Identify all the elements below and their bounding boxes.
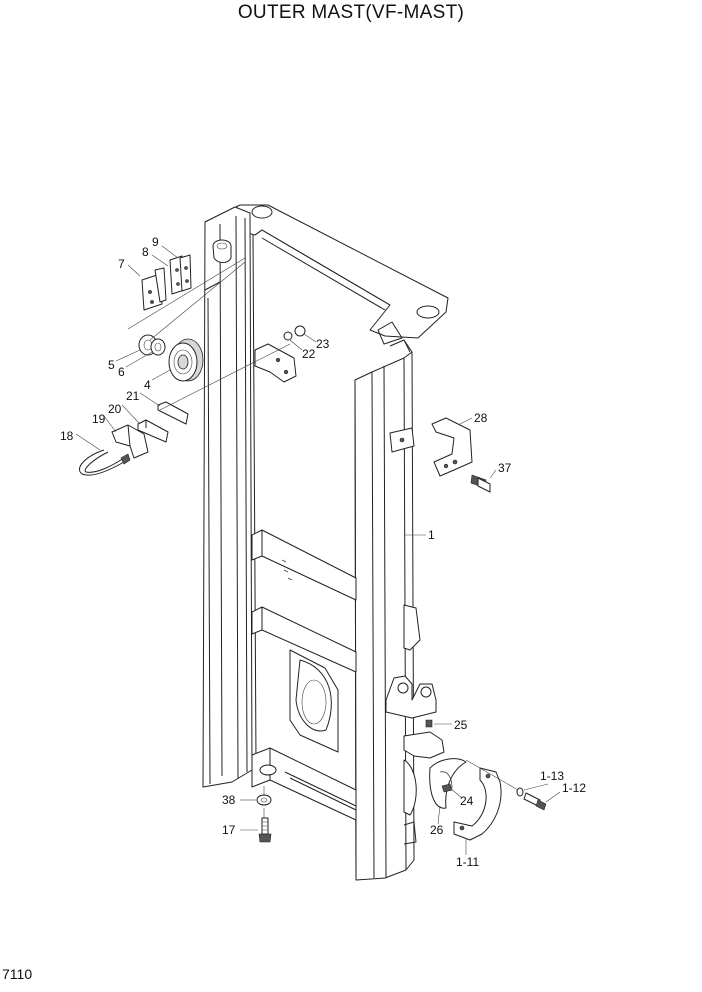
label-part-19: 19 [92, 412, 106, 426]
part-21-shim [157, 401, 189, 425]
part-19-clamp [111, 424, 149, 459]
page-number: 7110 [2, 966, 33, 982]
part-20-shim [137, 419, 169, 443]
label-part-5: 5 [108, 358, 115, 372]
label-part-25: 25 [454, 718, 468, 732]
assembly-lines [127, 257, 519, 818]
part-22-23-nuts [283, 325, 306, 341]
label-part-38: 38 [222, 793, 236, 807]
part-37-bolt [470, 474, 491, 493]
part-8-9-plates [169, 254, 192, 295]
label-part-22: 22 [302, 347, 316, 361]
roller-stud [212, 239, 232, 263]
part-28-bracket [431, 417, 473, 477]
label-part-20: 20 [108, 402, 122, 416]
chain-anchor-bracket [254, 343, 297, 383]
part-1-11-cap [453, 767, 502, 841]
label-part-7: 7 [118, 257, 125, 271]
leader-lines [75, 245, 561, 855]
part-17-bolt [258, 817, 272, 843]
label-part-9: 9 [152, 235, 159, 249]
label-part-6: 6 [118, 365, 125, 379]
label-part-4: 4 [144, 378, 151, 392]
outer-mast-frame [202, 204, 449, 881]
part-26-bushing [429, 758, 467, 809]
part-7-shim-plate [141, 267, 167, 311]
label-part-8: 8 [142, 245, 149, 259]
label-part-18: 18 [60, 429, 74, 443]
label-part-24: 24 [460, 794, 474, 808]
part-18-u-bolt [79, 449, 131, 476]
part-25-grease-nipple [425, 719, 433, 728]
label-part-1: 1 [428, 528, 435, 542]
label-part-23: 23 [316, 337, 330, 351]
label-part-26: 26 [430, 823, 444, 837]
label-part-1-11: 1-11 [456, 855, 479, 869]
label-part-1-13: 1-13 [540, 769, 564, 783]
part-4-roller-bearing [168, 338, 204, 382]
part-5-6-washers [138, 334, 166, 356]
label-part-17: 17 [222, 823, 236, 837]
label-part-21: 21 [126, 389, 140, 403]
label-part-37: 37 [498, 461, 512, 475]
label-part-28: 28 [474, 411, 488, 425]
part-38-washer [256, 794, 272, 806]
part-1-12-1-13-fasteners [516, 787, 547, 811]
diagram-title: OUTER MAST(VF-MAST) [237, 2, 465, 23]
label-part-1-12: 1-12 [562, 781, 586, 795]
